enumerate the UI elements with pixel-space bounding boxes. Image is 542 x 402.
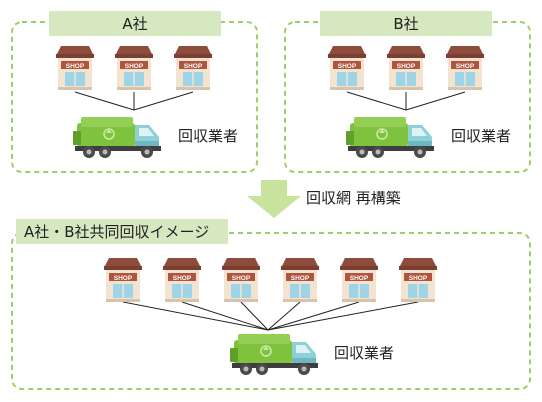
company-a-panel: A社 SHOP SHOP SHOP 回収業者	[11, 11, 258, 173]
down-arrow-icon	[247, 180, 301, 218]
joint-shop-3: SHOP	[221, 257, 261, 303]
shop-sign: SHOP	[173, 275, 192, 282]
shop-sign: SHOP	[66, 63, 85, 70]
joint-shop-5: SHOP	[339, 257, 379, 303]
shop-sign: SHOP	[350, 275, 369, 282]
joint-title: A社・B社共同回収イメージ	[16, 219, 228, 244]
company-b-collector-label: 回収業者	[451, 129, 512, 145]
shop-sign: SHOP	[125, 63, 144, 70]
shop-sign: SHOP	[409, 275, 428, 282]
joint-panel: A社・B社共同回収イメージ SHOP SHOP SHOP SHOP	[11, 219, 531, 390]
shop-sign: SHOP	[291, 275, 310, 282]
shop-sign: SHOP	[397, 63, 416, 70]
shop-sign: SHOP	[114, 275, 133, 282]
company-a-shop-3: SHOP	[173, 45, 213, 91]
company-b-shop-2: SHOP	[386, 45, 426, 91]
joint-border	[11, 232, 531, 390]
company-a-title: A社	[49, 11, 221, 36]
company-b-panel: B社 SHOP SHOP SHOP 回収業者	[284, 11, 531, 173]
garbage-truck-icon	[72, 116, 162, 159]
joint-shop-6: SHOP	[398, 257, 438, 303]
company-a-truck	[72, 116, 162, 159]
company-b-shop-3: SHOP	[445, 45, 485, 91]
transition-label: 回収網 再構築	[306, 191, 401, 207]
joint-truck	[229, 333, 319, 376]
joint-shop-2: SHOP	[162, 257, 202, 303]
company-a-shop-1: SHOP	[55, 45, 95, 91]
company-b-truck	[345, 116, 435, 159]
joint-collector-label: 回収業者	[334, 346, 395, 362]
company-b-title: B社	[320, 11, 492, 36]
joint-shop-1: SHOP	[103, 257, 143, 303]
shop-sign: SHOP	[184, 63, 203, 70]
garbage-truck-icon	[345, 116, 435, 159]
joint-connector-lines	[122, 301, 419, 331]
joint-shop-4: SHOP	[280, 257, 320, 303]
company-b-connector-lines	[346, 91, 466, 111]
company-a-connector-lines	[74, 91, 194, 111]
company-a-shop-2: SHOP	[114, 45, 154, 91]
shop-sign: SHOP	[232, 275, 251, 282]
shop-sign: SHOP	[456, 63, 475, 70]
company-b-shop-1: SHOP	[327, 45, 367, 91]
transition-arrow: 回収網 再構築	[247, 180, 401, 218]
shop-sign: SHOP	[338, 63, 357, 70]
company-a-collector-label: 回収業者	[178, 129, 239, 145]
garbage-truck-icon	[229, 333, 319, 376]
